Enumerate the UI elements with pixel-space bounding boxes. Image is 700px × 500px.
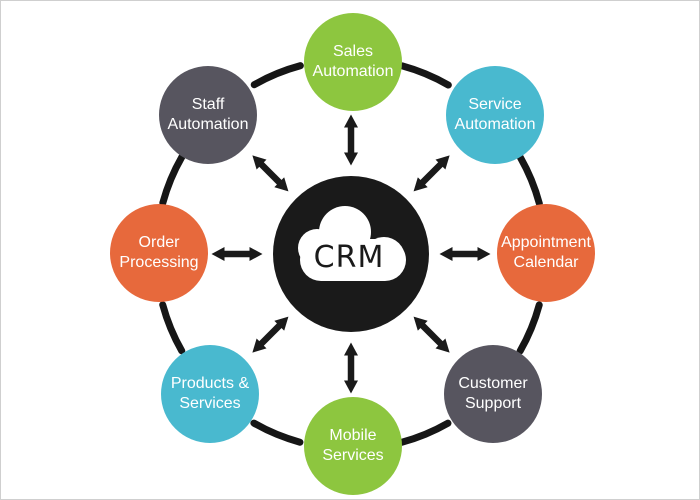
node-label-line1: Staff <box>191 96 225 113</box>
spoke-arrows <box>211 114 491 394</box>
node-label-line2: Services <box>179 395 241 412</box>
node-staff-automation: Staff Automation <box>159 66 257 164</box>
arrow-bottom-left <box>252 316 289 353</box>
node-service-automation: Service Automation <box>446 66 544 164</box>
hub-label: CRM <box>314 240 385 275</box>
cloud-icon <box>298 206 406 281</box>
node-label-line2: Automation <box>312 63 394 80</box>
node-label-line1: Mobile <box>329 427 377 444</box>
node-label-line1: Appointment <box>501 234 591 251</box>
node-label-line2: Automation <box>454 116 536 133</box>
node-label-line1: Service <box>468 96 522 113</box>
node-mobile-services: Mobile Services <box>304 397 402 495</box>
node-products-services: Products & Services <box>161 345 259 443</box>
node-appointment-calendar: Appointment Calendar <box>497 204 595 302</box>
arrow-top-left <box>252 155 289 192</box>
crm-hub-node: CRM <box>273 176 429 332</box>
node-label-line2: Automation <box>167 116 249 133</box>
node-label-line1: Order <box>138 234 180 251</box>
node-label-line1: Customer <box>458 375 528 392</box>
node-label-line2: Support <box>464 395 522 412</box>
node-label-line2: Services <box>322 447 384 464</box>
node-label-line1: Sales <box>332 43 374 60</box>
arrow-bottom-right <box>413 316 450 353</box>
node-label-line2: Processing <box>119 254 199 271</box>
node-label-line1: Products & <box>170 375 250 392</box>
node-sales-automation: Sales Automation <box>304 13 402 111</box>
arrow-top-right <box>413 155 450 192</box>
node-customer-support: Customer Support <box>444 345 542 443</box>
node-label-line2: Calendar <box>513 254 579 271</box>
node-order-processing: Order Processing <box>110 204 208 302</box>
cloud-base <box>300 239 406 281</box>
